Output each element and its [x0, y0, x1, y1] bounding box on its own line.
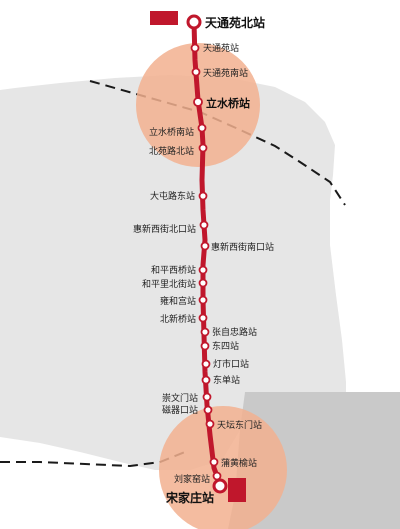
station-puhuangyu: 蒲黄榆站	[209, 457, 257, 469]
station-lishuiqiao: 立水桥站	[193, 96, 250, 110]
station-label: 北新桥站	[160, 313, 196, 325]
station-marker	[212, 478, 228, 494]
station-marker	[199, 220, 209, 230]
station-label: 天通苑南站	[203, 67, 248, 79]
station-huixinxijie-nankou: 惠新西街南口站	[200, 241, 274, 253]
station-marker	[191, 67, 201, 77]
station-marker	[201, 375, 211, 385]
district-zone	[0, 75, 346, 470]
station-dongsi: 东四站	[200, 340, 239, 352]
station-hepingxiqiao: 和平西桥站	[151, 264, 208, 276]
station-label: 磁器口站	[162, 404, 198, 416]
station-marker	[198, 313, 208, 323]
station-huixinxijie-beikou: 惠新西街北口站	[133, 220, 209, 235]
south-terminal-block	[228, 478, 246, 502]
station-label: 北苑路北站	[149, 145, 194, 157]
station-tiantongyuan-nan: 天通苑南站	[191, 67, 248, 79]
station-marker	[186, 14, 202, 30]
station-marker	[200, 327, 210, 337]
station-beiyuanlu-bei: 北苑路北站	[149, 143, 208, 157]
station-marker	[197, 123, 207, 133]
station-label: 张自忠路站	[212, 326, 257, 338]
station-label: 崇文门站	[162, 392, 198, 404]
station-lishuiqiao-nan: 立水桥南站	[149, 123, 207, 138]
station-label: 东四站	[212, 340, 239, 352]
station-tiantongyuan: 天通苑站	[190, 42, 239, 54]
station-label: 东单站	[213, 374, 240, 386]
station-marker	[198, 265, 208, 275]
station-label: 大屯路东站	[150, 190, 195, 202]
station-marker	[190, 43, 200, 53]
station-tiantongyuan-bei: 天通苑北站	[186, 14, 265, 30]
station-marker	[201, 359, 211, 369]
north-terminal-block	[150, 11, 178, 25]
station-marker	[198, 295, 208, 305]
station-label: 宋家庄站	[166, 490, 214, 505]
station-datunlu-dong: 大屯路东站	[150, 190, 208, 202]
station-marker	[198, 191, 208, 201]
station-yonghegong: 雍和宫站	[160, 295, 208, 307]
station-marker	[203, 405, 213, 415]
station-label: 立水桥站	[206, 96, 250, 110]
station-marker	[200, 341, 210, 351]
station-label: 和平里北街站	[142, 278, 196, 290]
station-marker	[200, 241, 210, 251]
station-beixinqiao: 北新桥站	[160, 313, 208, 325]
station-label: 惠新西街南口站	[211, 241, 274, 253]
station-zhangzizhonglu: 张自忠路站	[200, 326, 257, 338]
station-label: 天通苑北站	[205, 15, 265, 30]
station-label: 天通苑站	[203, 42, 239, 54]
station-marker	[202, 392, 212, 402]
songjiazhuang-area-circle	[159, 406, 287, 529]
station-hepinglibeijie: 和平里北街站	[142, 278, 208, 290]
station-marker	[193, 97, 203, 107]
station-label: 雍和宫站	[160, 295, 196, 307]
station-tiantan-dongmen: 天坛东门站	[205, 419, 262, 431]
station-label: 立水桥南站	[149, 126, 194, 138]
station-label: 灯市口站	[213, 358, 249, 370]
station-label: 惠新西街北口站	[133, 223, 196, 235]
station-songjiazhuang: 宋家庄站	[166, 478, 228, 505]
station-ciqikou: 磁器口站	[162, 404, 213, 416]
station-marker	[198, 143, 208, 153]
station-liujiayao: 刘家窑站	[174, 471, 222, 485]
station-dongdan: 东单站	[201, 374, 240, 386]
station-marker	[212, 471, 222, 481]
station-chongwenmen: 崇文门站	[162, 392, 212, 404]
station-marker	[198, 278, 208, 288]
station-label: 刘家窑站	[174, 473, 210, 485]
station-marker	[209, 457, 219, 467]
station-label: 蒲黄榆站	[221, 457, 257, 469]
station-label: 天坛东门站	[217, 419, 262, 431]
station-label: 和平西桥站	[151, 264, 196, 276]
station-dengshikou: 灯市口站	[201, 358, 249, 370]
station-marker	[205, 419, 215, 429]
